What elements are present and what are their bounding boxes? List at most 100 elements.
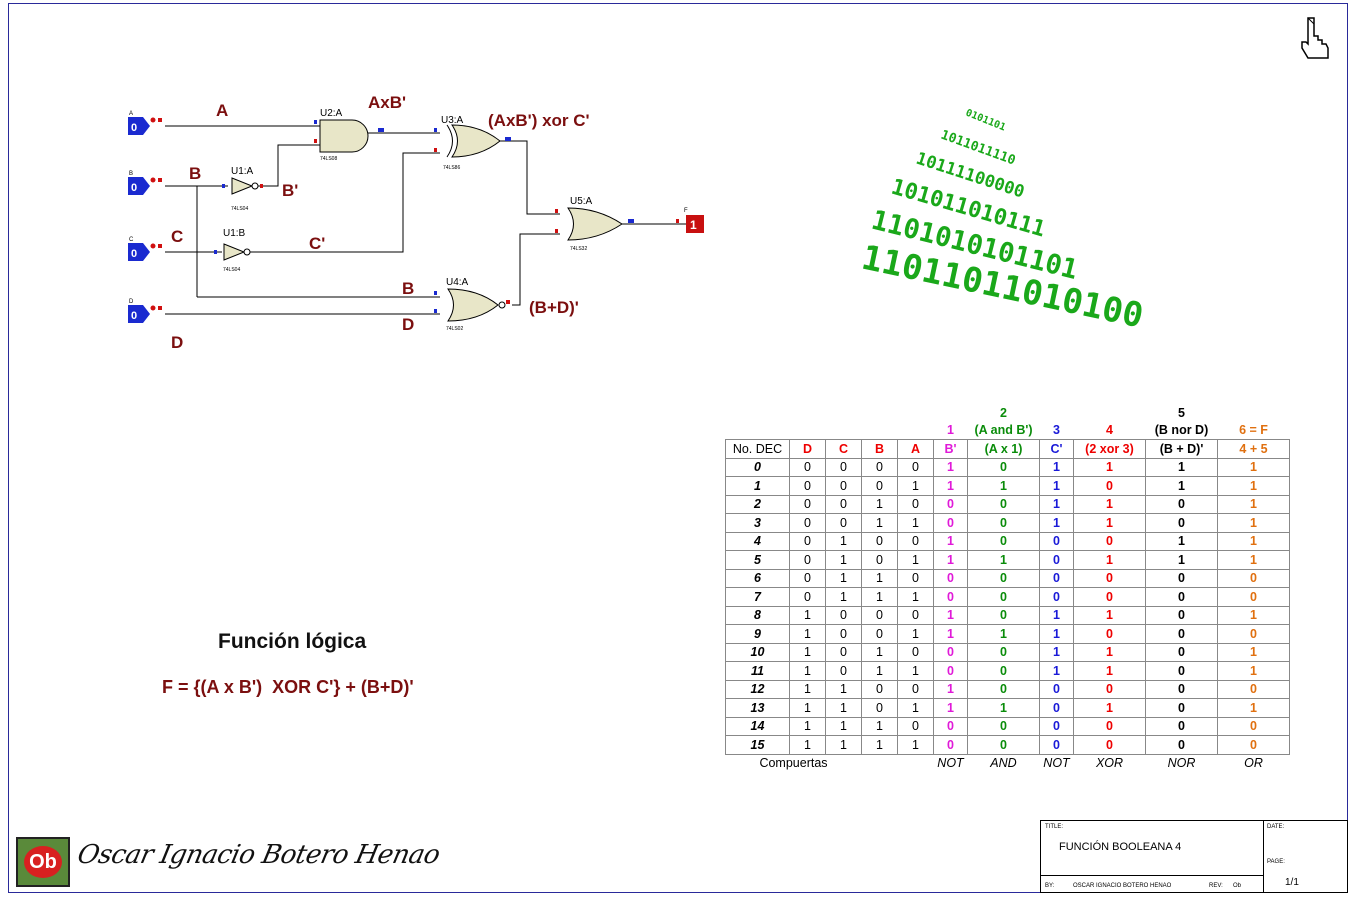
table-cell: 1 <box>1073 494 1146 514</box>
input-probe-c[interactable]: 0 C <box>128 237 162 261</box>
table-cell: 0 <box>861 624 898 644</box>
gate-u3a-xor[interactable]: U3:A 74LS86 <box>434 115 515 171</box>
table-cell: 1 <box>1039 476 1074 496</box>
table-cell: 0 <box>861 531 898 551</box>
table-cell: 1 <box>861 716 898 736</box>
row-decimal: 14 <box>725 716 790 736</box>
table-cell: 1 <box>897 513 934 533</box>
table-cell: 0 <box>897 716 934 736</box>
table-cell: 0 <box>967 642 1040 662</box>
row-decimal: 5 <box>725 550 790 570</box>
table-cell: 0 <box>789 531 826 551</box>
table-cell: 0 <box>897 531 934 551</box>
table-cell: 1 <box>1217 513 1290 533</box>
table-cell: 1 <box>825 568 862 588</box>
table-cell: 0 <box>1039 587 1074 607</box>
gate-u2a-and[interactable]: U2:A 74LS08 <box>310 108 384 162</box>
row-decimal: 2 <box>725 494 790 514</box>
svg-text:0: 0 <box>131 310 137 322</box>
table-cell: 1 <box>897 550 934 570</box>
table-cell: 0 <box>789 550 826 570</box>
table-cell: 1 <box>933 457 968 477</box>
table-cell: 0 <box>897 568 934 588</box>
table-cell: 1 <box>1145 550 1218 570</box>
table-cell: 0 <box>967 735 1040 755</box>
table-cell: 1 <box>861 661 898 681</box>
label-b-nor-in: B <box>402 279 414 298</box>
table-cell: 1 <box>1039 457 1074 477</box>
table-cell: 0 <box>1073 568 1146 588</box>
table-cell: 1 <box>861 735 898 755</box>
input-probe-b[interactable]: 0 B <box>128 171 162 195</box>
table-cell: 1 <box>1073 457 1146 477</box>
table-cell: 1 <box>1073 513 1146 533</box>
table-cell: 0 <box>933 494 968 514</box>
table-cell: 0 <box>1039 679 1074 699</box>
table-cell: 0 <box>933 735 968 755</box>
function-expression: F = {(A x B') XOR C'} + (B+D)' <box>162 677 414 697</box>
gate-u1b-not[interactable]: U1:B 74LS04 <box>214 228 262 273</box>
drawing-title: FUNCIÓN BOOLEANA 4 <box>1059 841 1182 853</box>
table-cell: 0 <box>897 679 934 699</box>
table-cell: 1 <box>897 735 934 755</box>
table-cell: 1 <box>789 624 826 644</box>
row-decimal: 12 <box>725 679 790 699</box>
input-probe-d[interactable]: 0 D <box>128 299 162 323</box>
table-cell: 1 <box>1217 605 1290 625</box>
table-cell: 1 <box>933 698 968 718</box>
table-cell: 1 <box>1073 661 1146 681</box>
table-cell: 1 <box>897 624 934 644</box>
label-d: D <box>171 333 183 352</box>
table-cell: 1 <box>1073 550 1146 570</box>
label-a: A <box>216 101 228 120</box>
table-cell: 1 <box>1073 605 1146 625</box>
table-cell: 1 <box>897 698 934 718</box>
table-cell: 0 <box>861 679 898 699</box>
gate-u5a-or[interactable]: U5:A 74LS32 <box>555 196 634 252</box>
table-cell: 1 <box>933 605 968 625</box>
table-cell: 0 <box>825 605 862 625</box>
table-cell: 0 <box>789 587 826 607</box>
table-cell: 0 <box>825 624 862 644</box>
table-cell: 0 <box>1145 513 1218 533</box>
table-cell: 0 <box>1145 605 1218 625</box>
table-cell: 1 <box>1217 457 1290 477</box>
table-cell: 0 <box>1145 661 1218 681</box>
table-cell: 0 <box>1145 716 1218 736</box>
table-cell: 1 <box>861 513 898 533</box>
svg-text:1: 1 <box>690 218 697 232</box>
output-probe-f[interactable]: 1 F <box>676 208 704 233</box>
gate-u4a-nor[interactable]: U4:A 74LS02 <box>434 277 510 332</box>
table-cell: 1 <box>1073 642 1146 662</box>
label-not-c: C' <box>309 234 325 253</box>
table-cell: 1 <box>825 679 862 699</box>
input-probe-a[interactable]: 0 A <box>128 111 162 135</box>
table-cell: 0 <box>825 513 862 533</box>
table-cell: 0 <box>933 661 968 681</box>
gates-footer-row: Compuertas NOT AND NOT XOR NOR OR <box>759 756 1263 771</box>
table-cell: 1 <box>825 531 862 551</box>
table-cell: 1 <box>861 494 898 514</box>
table-cell: 0 <box>825 494 862 514</box>
table-cell: 1 <box>967 624 1040 644</box>
table-cell: 0 <box>1039 716 1074 736</box>
table-cell: 0 <box>967 661 1040 681</box>
svg-text:74LS04: 74LS04 <box>223 267 240 273</box>
header-row-2: 1 (A and B') 3 4 (B nor D) 6 = F <box>947 423 1268 438</box>
row-decimal: 11 <box>725 661 790 681</box>
table-cell: 1 <box>1145 457 1218 477</box>
table-cell: 0 <box>1145 568 1218 588</box>
table-cell: 0 <box>1073 476 1146 496</box>
table-cell: 0 <box>967 494 1040 514</box>
table-cell: 0 <box>861 605 898 625</box>
gate-u1a-not[interactable]: U1:A 74LS04 <box>222 166 268 212</box>
table-cell: 0 <box>967 457 1040 477</box>
